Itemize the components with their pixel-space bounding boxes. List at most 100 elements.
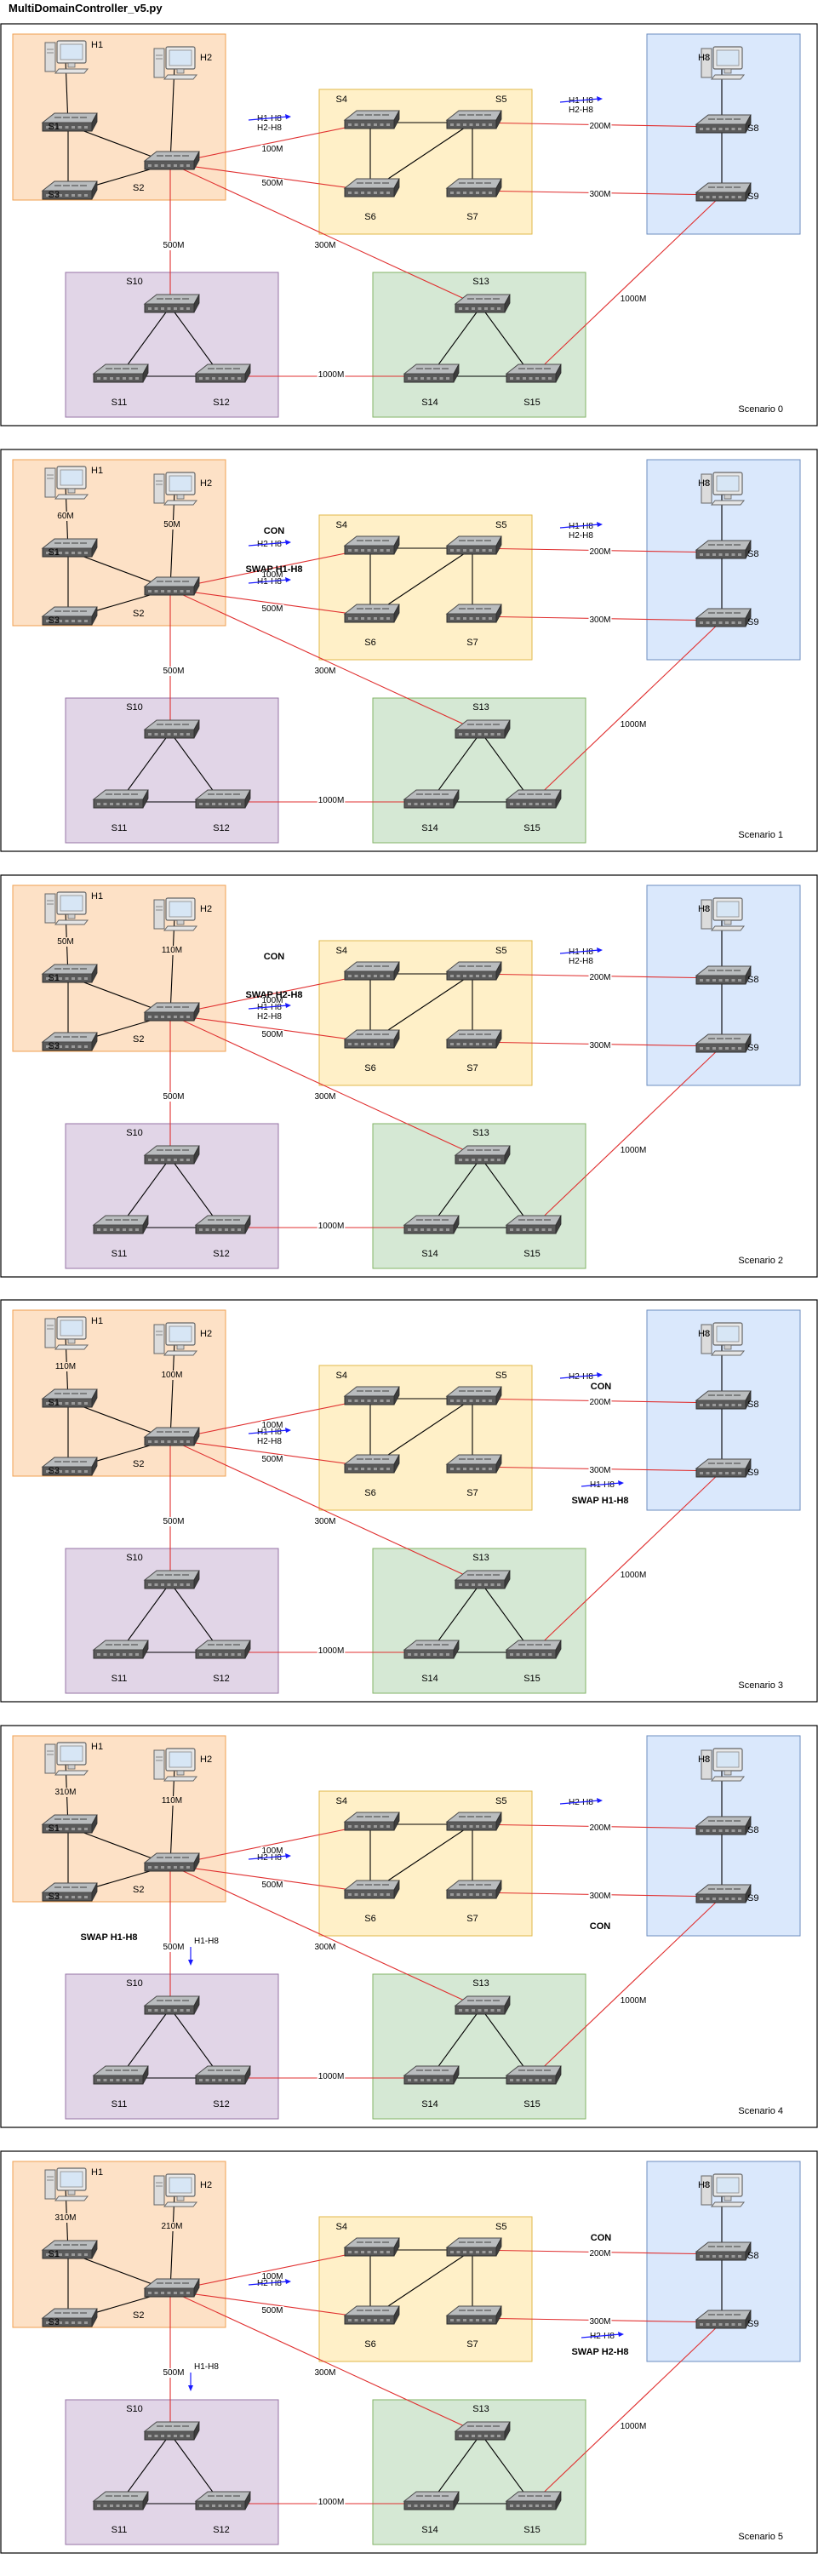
host-h8-computer-icon xyxy=(701,897,746,931)
node-label-s10: S10 xyxy=(126,702,143,713)
switch-s5 xyxy=(445,2237,502,2257)
switch-s13 xyxy=(454,1570,511,1589)
switch-s11 xyxy=(92,1640,149,1659)
link-s2-s13 xyxy=(169,2290,482,2435)
host-h1-computer-icon xyxy=(44,466,89,500)
node-label-s8: S8 xyxy=(747,123,758,134)
switch-s11 xyxy=(92,1215,149,1234)
flow-arrow xyxy=(248,116,289,121)
node-label-s5: S5 xyxy=(495,520,506,530)
flow-arrowhead xyxy=(188,1960,193,1966)
switch-s7 xyxy=(445,1029,502,1049)
node-label-h2: H2 xyxy=(200,1755,212,1765)
flow-arrow xyxy=(248,541,289,547)
link-bandwidth-label: 1000M xyxy=(318,370,345,380)
event-label: SWAP H2-H8 xyxy=(245,990,302,1000)
node-label-h1: H1 xyxy=(91,40,103,50)
flow-arrowhead xyxy=(618,2332,624,2337)
switch-s10 xyxy=(143,294,200,313)
link-s2-s4 xyxy=(169,1398,371,1440)
node-label-s8: S8 xyxy=(747,549,758,559)
switch-s8 xyxy=(695,1816,752,1835)
link-s9-s15 xyxy=(531,194,723,377)
node-label-s10: S10 xyxy=(126,1553,143,1563)
node-label-s4: S4 xyxy=(336,1796,347,1806)
link-bandwidth-label: 300M xyxy=(314,2368,335,2378)
flow-label: H2-H8 xyxy=(569,1798,593,1807)
switch-s7 xyxy=(445,604,502,623)
link-bandwidth-label: 200M xyxy=(589,122,610,131)
node-label-s4: S4 xyxy=(336,2222,347,2232)
host-h1-computer-icon xyxy=(44,1742,89,1776)
switch-s10 xyxy=(143,1995,200,2015)
switch-s5 xyxy=(445,961,502,981)
node-label-s3: S3 xyxy=(49,2317,60,2327)
host-h1-computer-icon xyxy=(44,1316,89,1350)
switch-s2 xyxy=(143,1002,200,1022)
link-h2-s2 xyxy=(169,916,175,1016)
flow-annotation: H1-H8 xyxy=(248,577,291,587)
switch-s1 xyxy=(41,1814,98,1834)
node-label-s5: S5 xyxy=(495,1796,506,1806)
node-label-s4: S4 xyxy=(336,94,347,105)
switch-s5 xyxy=(445,535,502,555)
node-label-s1: S1 xyxy=(49,547,60,558)
scenario-name: Scenario 5 xyxy=(738,2532,783,2542)
node-label-s3: S3 xyxy=(49,615,60,626)
scenario-name: Scenario 0 xyxy=(738,404,783,415)
flow-annotation: H1-H8 xyxy=(188,2362,219,2391)
flow-arrow xyxy=(248,1005,289,1010)
link-s9-s15 xyxy=(531,2321,723,2504)
node-label-s12: S12 xyxy=(213,1249,230,1259)
node-label-s6: S6 xyxy=(364,1063,375,1073)
flow-arrow xyxy=(248,1855,289,1860)
node-label-s7: S7 xyxy=(466,212,478,222)
node-label-s7: S7 xyxy=(466,638,478,648)
link-bandwidth-label: 500M xyxy=(163,241,184,250)
node-label-h8: H8 xyxy=(698,1329,710,1339)
scenario-name: Scenario 1 xyxy=(738,830,783,840)
node-label-s6: S6 xyxy=(364,1488,375,1498)
flow-arrow xyxy=(559,524,600,529)
switch-s10 xyxy=(143,2421,200,2441)
switch-s10 xyxy=(143,719,200,739)
switch-s3 xyxy=(41,606,98,626)
link-bandwidth-label: 500M xyxy=(261,1455,283,1464)
node-label-s8: S8 xyxy=(747,1400,758,1410)
link-h2-s2 xyxy=(169,490,175,590)
node-label-s3: S3 xyxy=(49,1041,60,1051)
switch-s7 xyxy=(445,2305,502,2325)
node-label-s13: S13 xyxy=(472,702,489,713)
link-s2-s4 xyxy=(169,1823,371,1866)
host-link-label-h1: 50M xyxy=(57,937,73,947)
node-label-s12: S12 xyxy=(213,2099,230,2109)
event-label: SWAP H2-H8 xyxy=(571,2347,628,2357)
node-label-h8: H8 xyxy=(698,478,710,489)
node-label-s11: S11 xyxy=(112,1674,128,1684)
link-bandwidth-label: 1000M xyxy=(621,720,647,730)
host-link-label-h1: 310M xyxy=(54,1788,76,1797)
flow-arrow xyxy=(559,1800,600,1805)
flow-arrowhead xyxy=(285,540,291,545)
event-label: CON xyxy=(590,1921,611,1932)
flow-label: H2-H8 xyxy=(569,106,593,115)
event-label: CON xyxy=(264,526,285,536)
node-label-s15: S15 xyxy=(523,2099,541,2109)
node-label-s4: S4 xyxy=(336,1371,347,1381)
switch-s7 xyxy=(445,1454,502,1474)
node-label-s9: S9 xyxy=(747,1468,758,1478)
node-label-s7: S7 xyxy=(466,1488,478,1498)
link-bandwidth-label: 200M xyxy=(589,547,610,557)
link-s2-s6 xyxy=(169,2290,371,2319)
switch-s3 xyxy=(41,1032,98,1051)
link-bandwidth-label: 200M xyxy=(589,2249,610,2258)
node-label-h2: H2 xyxy=(200,1329,212,1339)
node-label-s8: S8 xyxy=(747,1825,758,1835)
node-label-s3: S3 xyxy=(49,1892,60,1902)
flow-arrow xyxy=(248,579,289,584)
switch-s7 xyxy=(445,178,502,197)
host-h2-computer-icon xyxy=(153,1748,198,1782)
